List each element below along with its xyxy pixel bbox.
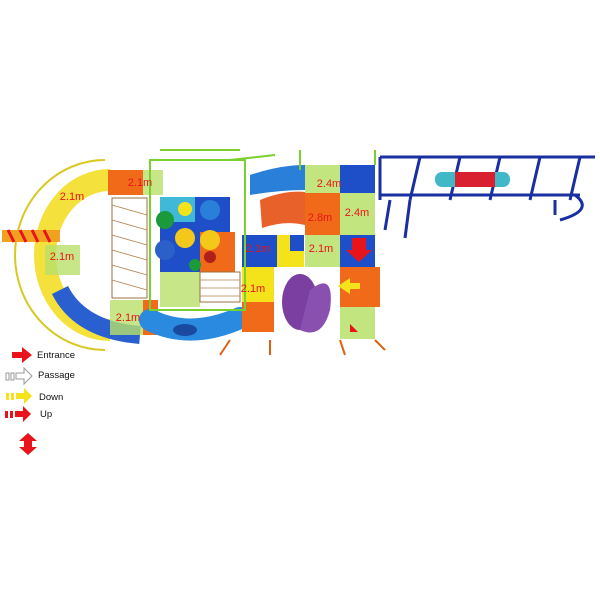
height-label: 2.1m [49,251,75,263]
height-label: 2.1m [308,243,334,255]
yellow-arc-frame [14,159,106,351]
legend-passage-label: Passage [38,370,75,381]
green-frame [149,149,376,311]
panel [108,170,143,195]
wave-slide-blue [250,165,305,195]
up-down-legend-icon [19,433,37,455]
down-up-arrow-marker [346,238,372,262]
passage-legend-icon [5,366,33,386]
down-legend-icon [6,388,32,404]
height-label: 2.4m [344,207,370,219]
height-label: 2.1m [115,312,141,324]
height-label: 2.8m [307,212,333,224]
entrance-arrow-marker [350,320,362,332]
height-label: 2.1m [240,283,266,295]
up-legend-icon [5,406,31,422]
legend-down-label: Down [39,392,64,403]
entrance-legend-icon [12,347,32,363]
legend-entrance-label: Entrance [37,350,76,361]
wave-slide-orange [260,191,305,228]
legend-up-label: Up [40,409,53,420]
height-label: 2.4m [316,178,342,190]
down-arrow-marker [338,278,360,294]
height-label: 2.1m [245,243,271,255]
height-label: 2.1m [127,177,153,189]
height-label: 2.1m [59,191,85,203]
navy-frame [378,155,595,239]
orange-frame [219,339,386,356]
